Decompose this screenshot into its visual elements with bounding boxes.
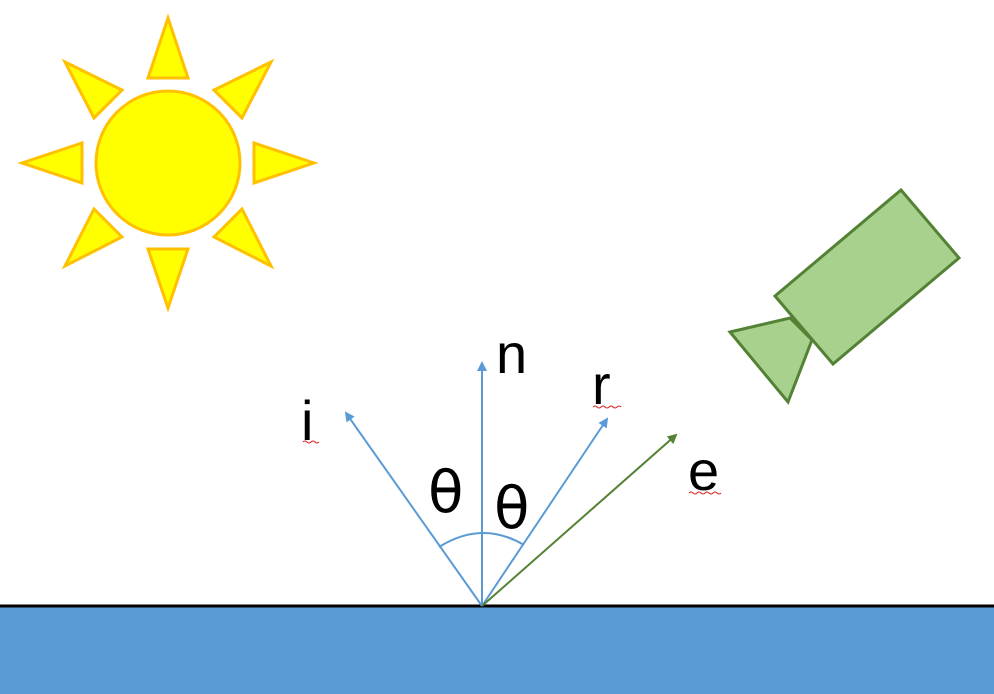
sun-ray-top-right <box>211 58 275 121</box>
camera-body <box>772 187 962 367</box>
sun-ray-top-left <box>61 58 125 121</box>
label-angle-right: θ <box>494 474 530 542</box>
spellcheck-underline-i <box>302 440 320 444</box>
spellcheck-underline-r <box>592 405 622 409</box>
label-eye: e <box>688 439 719 502</box>
eye-ray <box>481 433 678 607</box>
sun-ray-left <box>17 140 84 186</box>
label-incident: i <box>301 389 313 452</box>
sun-ray-top <box>145 13 191 80</box>
spellcheck-underline-e <box>688 491 722 495</box>
sun-icon <box>17 13 319 313</box>
reflected-ray <box>481 417 609 607</box>
sun-ray-bottom-right <box>211 206 275 270</box>
sun-disc <box>94 89 242 237</box>
sun-ray-bottom-left <box>61 206 125 270</box>
label-normal: n <box>496 322 527 385</box>
sun-ray-bottom <box>145 247 191 313</box>
label-reflected: r <box>592 353 611 416</box>
reflective-surface <box>0 606 994 694</box>
incident-ray <box>344 411 483 607</box>
camera-lens <box>727 316 814 405</box>
label-angle-left: θ <box>428 458 464 526</box>
sun-ray-right <box>252 140 319 186</box>
camera-icon <box>727 187 962 405</box>
